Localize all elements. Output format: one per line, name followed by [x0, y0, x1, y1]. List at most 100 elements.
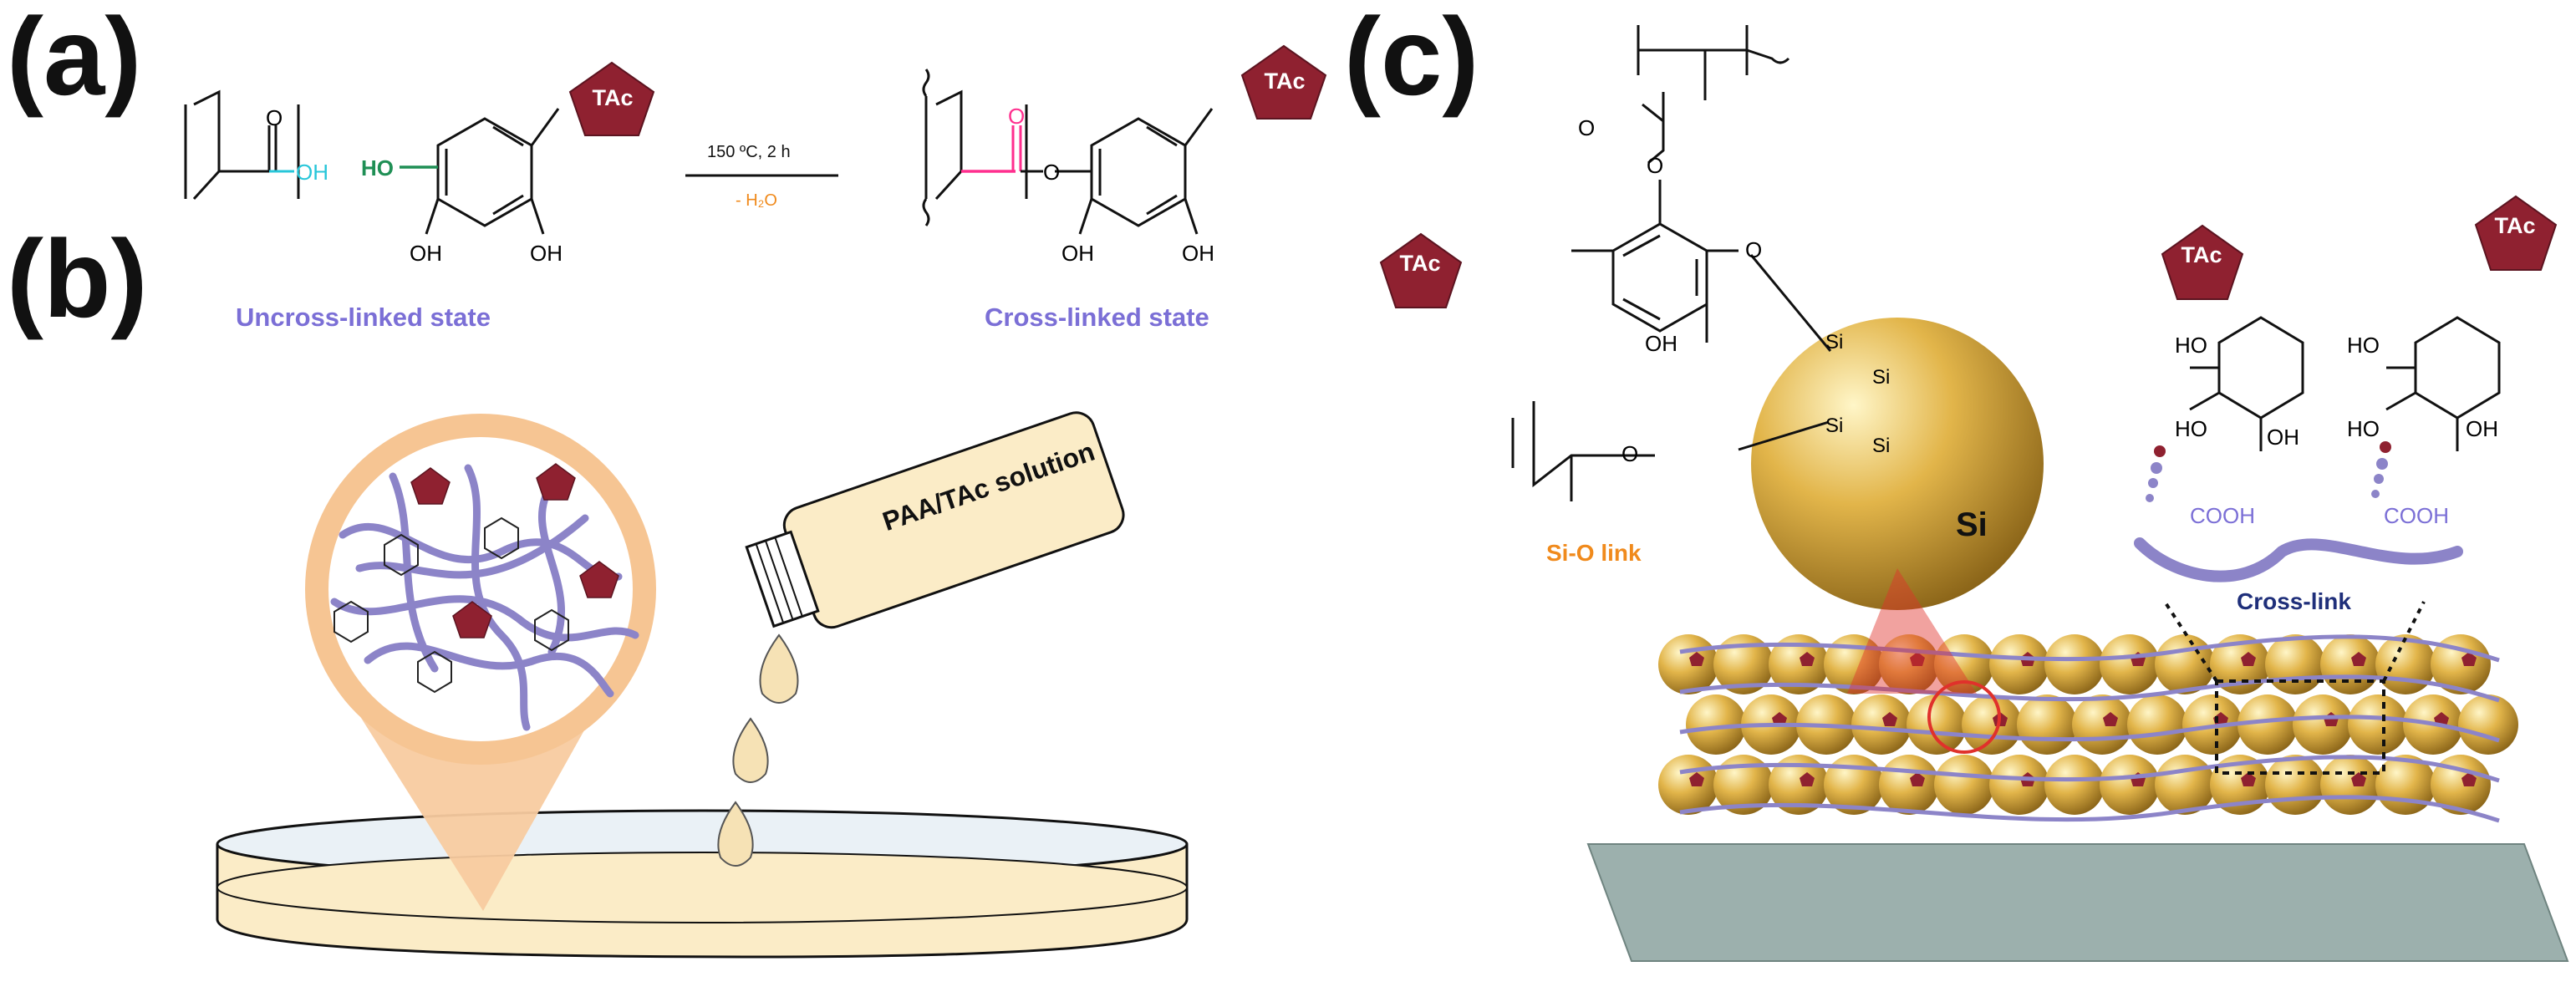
oh-a-1: OH	[410, 241, 442, 266]
o-c-1: O	[1745, 237, 1763, 262]
falling-drops	[717, 633, 799, 867]
tac-marker	[2103, 712, 2118, 726]
h-bond-dots	[2146, 458, 2388, 502]
tac-pentagons-b	[410, 463, 619, 638]
si-particle	[1713, 634, 1774, 694]
ho-c-4: HO	[2347, 416, 2380, 441]
si-particle	[2237, 694, 2298, 755]
polymer-strand	[1679, 795, 2500, 823]
si-particle	[1989, 755, 2049, 815]
si-particle	[2044, 755, 2105, 815]
si-particle	[2431, 634, 2491, 694]
ho-c-2: HO	[2175, 416, 2207, 441]
cross-linked-label: Cross-linked state	[985, 303, 1209, 332]
tac-marker	[1800, 772, 1815, 786]
tac-pentagon-a-left	[568, 61, 655, 136]
carbonyl-o-left: O	[266, 105, 283, 130]
si-particle	[2431, 755, 2491, 815]
tac-label-a-left: TAc	[592, 85, 634, 110]
ho-c-1: HO	[2175, 333, 2207, 358]
o-c-3: O	[1578, 115, 1596, 140]
si-particle	[2293, 694, 2353, 755]
polymer-strand	[1679, 674, 2500, 703]
si-particle	[2320, 755, 2380, 815]
si-particle	[2100, 755, 2160, 815]
tac-marker	[1689, 652, 1704, 666]
si-particle	[2458, 694, 2518, 755]
si-particle	[2348, 694, 2408, 755]
polymer-strand	[1679, 634, 2500, 663]
si-particle	[2100, 634, 2160, 694]
oh-a-4: OH	[1182, 241, 1214, 266]
paa-backbone-left	[192, 89, 221, 201]
si-particle	[1769, 755, 1829, 815]
si-particle	[2127, 694, 2187, 755]
si-particle	[2265, 634, 2325, 694]
si-particle	[1934, 634, 1994, 694]
solution-bottle	[745, 411, 1125, 629]
si-particle	[2044, 634, 2105, 694]
polymer-strand	[1679, 755, 2500, 783]
si-atom-2: Si	[1872, 366, 1891, 389]
tac-marker	[1689, 772, 1704, 786]
h-bond-dots-dark	[2154, 441, 2391, 457]
tac-marker	[2351, 772, 2366, 786]
panel-c-label: (c)	[1344, 0, 1479, 118]
si-atom-1: Si	[1825, 331, 1844, 354]
oh-c-3: OH	[2466, 416, 2498, 441]
reaction-byproduct: - H₂O	[736, 191, 777, 210]
cross-link-box	[2215, 679, 2385, 775]
carbonyl-o-pink: O	[1008, 104, 1026, 129]
oh-c-1: OH	[1645, 331, 1677, 356]
panel-c-molecules	[1511, 25, 2501, 501]
panel-b-label: (b)	[7, 217, 148, 340]
oh-c-2: OH	[2267, 425, 2299, 450]
si-particle	[1851, 694, 1912, 755]
tac-label-c-2: TAc	[2181, 242, 2222, 267]
tac-marker	[1800, 652, 1815, 666]
tac-pentagons-c	[1379, 195, 2558, 308]
panel-a-label: (a)	[7, 0, 142, 118]
ring-sketches	[333, 516, 569, 694]
cross-link-strand	[2134, 537, 2463, 582]
tac-marker	[1910, 652, 1925, 666]
si-atom-4: Si	[1872, 435, 1891, 457]
highlight-cone	[1847, 568, 1977, 694]
ester-o: O	[1043, 160, 1061, 185]
oh-a-2: OH	[530, 241, 563, 266]
tac-marker	[2241, 652, 2256, 666]
tac-marker	[2461, 652, 2477, 666]
uncross-linked-label: Uncross-linked state	[236, 303, 491, 332]
tac-marker	[2461, 772, 2477, 786]
cooh-2: COOH	[2384, 503, 2449, 528]
si-particle	[2210, 755, 2270, 815]
reaction-condition: 150 ºC, 2 h	[707, 143, 791, 161]
si-particle	[1686, 694, 1746, 755]
si-particle	[1769, 634, 1829, 694]
tac-label-c-3: TAc	[2494, 213, 2536, 238]
polymer-network	[330, 464, 639, 731]
tac-label-c-1: TAc	[1399, 251, 1441, 276]
tac-marker	[2351, 652, 2366, 666]
si-particle	[1658, 755, 1718, 815]
si-particle	[1989, 634, 2049, 694]
ho-green: HO	[361, 155, 394, 181]
oh-a-3: OH	[1061, 241, 1094, 266]
si-particle	[1934, 755, 1994, 815]
si-particle	[1907, 694, 1967, 755]
si-particle-bed	[1658, 634, 2518, 823]
tac-marker	[2241, 772, 2256, 786]
cross-link-label: Cross-link	[2237, 588, 2351, 614]
si-particle	[1879, 755, 1939, 815]
si-particle	[1962, 694, 2022, 755]
si-particle	[2072, 694, 2132, 755]
o-c-2: O	[1647, 153, 1664, 178]
si-particle	[1658, 634, 1718, 694]
si-particle	[2265, 755, 2325, 815]
si-sphere-label: Si	[1956, 506, 1988, 543]
si-particle	[2320, 634, 2380, 694]
si-particle	[2017, 694, 2077, 755]
